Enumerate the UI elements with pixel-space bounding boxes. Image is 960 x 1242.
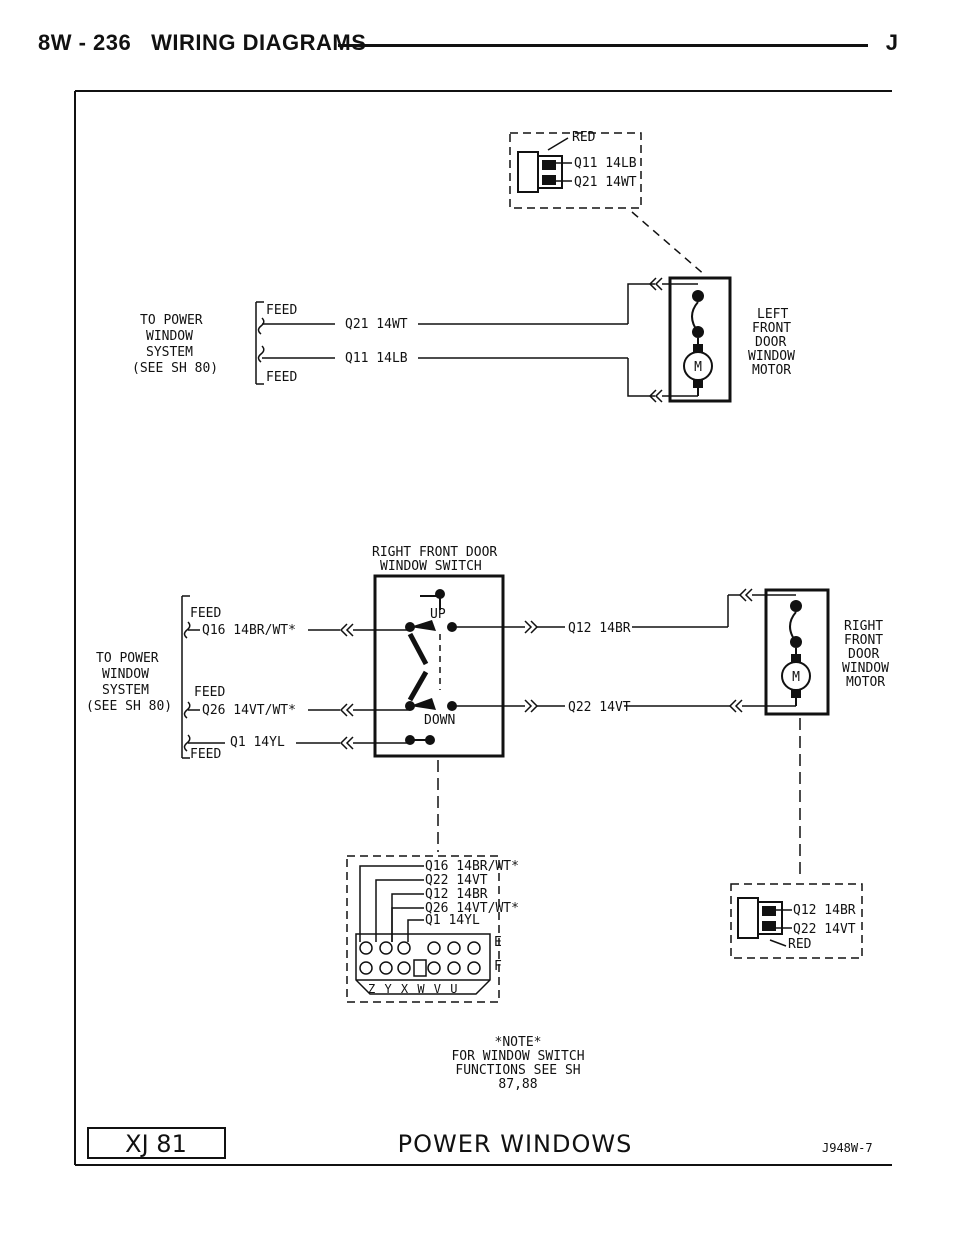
svg-text:WINDOW: WINDOW [842, 661, 889, 676]
left-power-system: TO POWER WINDOW SYSTEM (SEE SH 80) FEED … [132, 301, 628, 385]
left-system-line-4: (SEE SH 80) [132, 361, 218, 376]
left-motor: M [668, 276, 732, 403]
svg-text:DOOR: DOOR [755, 335, 786, 350]
top-connector: RED Q11 14LB Q21 14WT [509, 130, 642, 209]
right-system-line-2: WINDOW [102, 667, 149, 682]
svg-text:FRONT: FRONT [844, 633, 883, 648]
right-system-line-3: SYSTEM [102, 683, 149, 698]
svg-text:DOOR: DOOR [848, 647, 879, 662]
left-feed-bottom: FEED [266, 370, 297, 385]
right-motor-symbol: M [792, 670, 800, 685]
header-mark: J [885, 30, 898, 55]
switch-pin-4: Q26 14VT/WT* [425, 901, 519, 916]
right-feed-mid: FEED [194, 685, 225, 700]
switch-connector: Q16 14BR/WT* Q22 14VT Q12 14BR Q26 14VT/… [346, 855, 519, 1003]
wire-q26-label: Q26 14VT/WT* [202, 703, 296, 718]
svg-text:FRONT: FRONT [752, 321, 791, 336]
connector-row-e: E [494, 935, 502, 950]
right-window-switch: UP DOWN [373, 574, 505, 758]
footer-title: POWER WINDOWS [398, 1130, 633, 1158]
right-power-system: TO POWER WINDOW SYSTEM (SEE SH 80) FEED … [86, 595, 340, 762]
right-feed-top: FEED [190, 606, 221, 621]
right-motor-label: RIGHT FRONT DOOR WINDOW MOTOR [842, 619, 889, 690]
right-connector-pin-2: Q22 14VT [793, 922, 856, 937]
left-motor-wiring [627, 277, 698, 403]
switch-output-wiring: Q12 14BR Q22 14VT [452, 588, 796, 715]
connector-row-f: F [494, 959, 502, 974]
wire-q1-label: Q1 14YL [230, 735, 285, 750]
switch-pin-5: Q1 14YL [425, 913, 480, 928]
svg-text:MOTOR: MOTOR [846, 675, 885, 690]
right-switch-title: RIGHT FRONT DOOR WINDOW SWITCH [372, 545, 497, 574]
wire-q21-label: Q21 14WT [345, 317, 408, 332]
svg-text:FOR WINDOW SWITCH: FOR WINDOW SWITCH [451, 1049, 584, 1064]
svg-text:LEFT: LEFT [757, 307, 788, 322]
right-system-line-4: (SEE SH 80) [86, 699, 172, 714]
svg-text:MOTOR: MOTOR [752, 363, 791, 378]
top-connector-color: RED [572, 130, 596, 145]
footer-code: J948W-7 [822, 1141, 873, 1155]
section-title: WIRING DIAGRAMS [151, 30, 367, 55]
left-feed-top: FEED [266, 303, 297, 318]
switch-down-label: DOWN [424, 713, 455, 728]
switch-input-connectors [339, 623, 410, 750]
top-connector-pin-1: Q11 14LB [574, 156, 637, 171]
footer: XJ 81 POWER WINDOWS J948W-7 [87, 1127, 873, 1159]
footer-model: XJ 81 [125, 1130, 187, 1158]
svg-text:RIGHT: RIGHT [844, 619, 883, 634]
wire-q16-label: Q16 14BR/WT* [202, 623, 296, 638]
switch-pin-3: Q12 14BR [425, 887, 488, 902]
page-number: 8W - 236 WIRING DIAGRAMS [38, 30, 367, 55]
top-connector-pin-2: Q21 14WT [574, 175, 637, 190]
frame [74, 90, 892, 1166]
right-feed-bottom: FEED [190, 747, 221, 762]
right-system-line-1: TO POWER [96, 651, 159, 666]
connector-cavity-letters: Z Y X W V U [368, 982, 458, 996]
header-rule [338, 44, 868, 47]
connector-leader-line [631, 211, 707, 277]
svg-text:FUNCTIONS SEE SH: FUNCTIONS SEE SH [455, 1063, 580, 1078]
wire-q12-label: Q12 14BR [568, 621, 631, 636]
switch-pin-2: Q22 14VT [425, 873, 488, 888]
left-motor-label: LEFT FRONT DOOR WINDOW MOTOR [748, 307, 795, 378]
switch-pin-1: Q16 14BR/WT* [425, 859, 519, 874]
page-header: 8W - 236 WIRING DIAGRAMS J [38, 30, 898, 66]
svg-text:WINDOW SWITCH: WINDOW SWITCH [380, 559, 482, 574]
svg-text:*NOTE*: *NOTE* [495, 1035, 542, 1050]
left-system-line-2: WINDOW [146, 329, 193, 344]
svg-text:WINDOW: WINDOW [748, 349, 795, 364]
right-motor-connector: Q12 14BR Q22 14VT RED [730, 883, 863, 959]
wire-q11-label: Q11 14LB [345, 351, 408, 366]
svg-text:RIGHT FRONT DOOR: RIGHT FRONT DOOR [372, 545, 497, 560]
right-connector-pin-1: Q12 14BR [793, 903, 856, 918]
left-motor-symbol: M [694, 360, 702, 375]
switch-up-label: UP [430, 607, 446, 622]
left-system-line-3: SYSTEM [146, 345, 193, 360]
left-system-line-1: TO POWER [140, 313, 203, 328]
note: *NOTE* FOR WINDOW SWITCH FUNCTIONS SEE S… [451, 1035, 584, 1092]
svg-text:87,88: 87,88 [498, 1077, 537, 1092]
wire-q22-label: Q22 14VT [568, 700, 631, 715]
right-connector-color: RED [788, 937, 812, 952]
right-motor: M [764, 588, 830, 716]
